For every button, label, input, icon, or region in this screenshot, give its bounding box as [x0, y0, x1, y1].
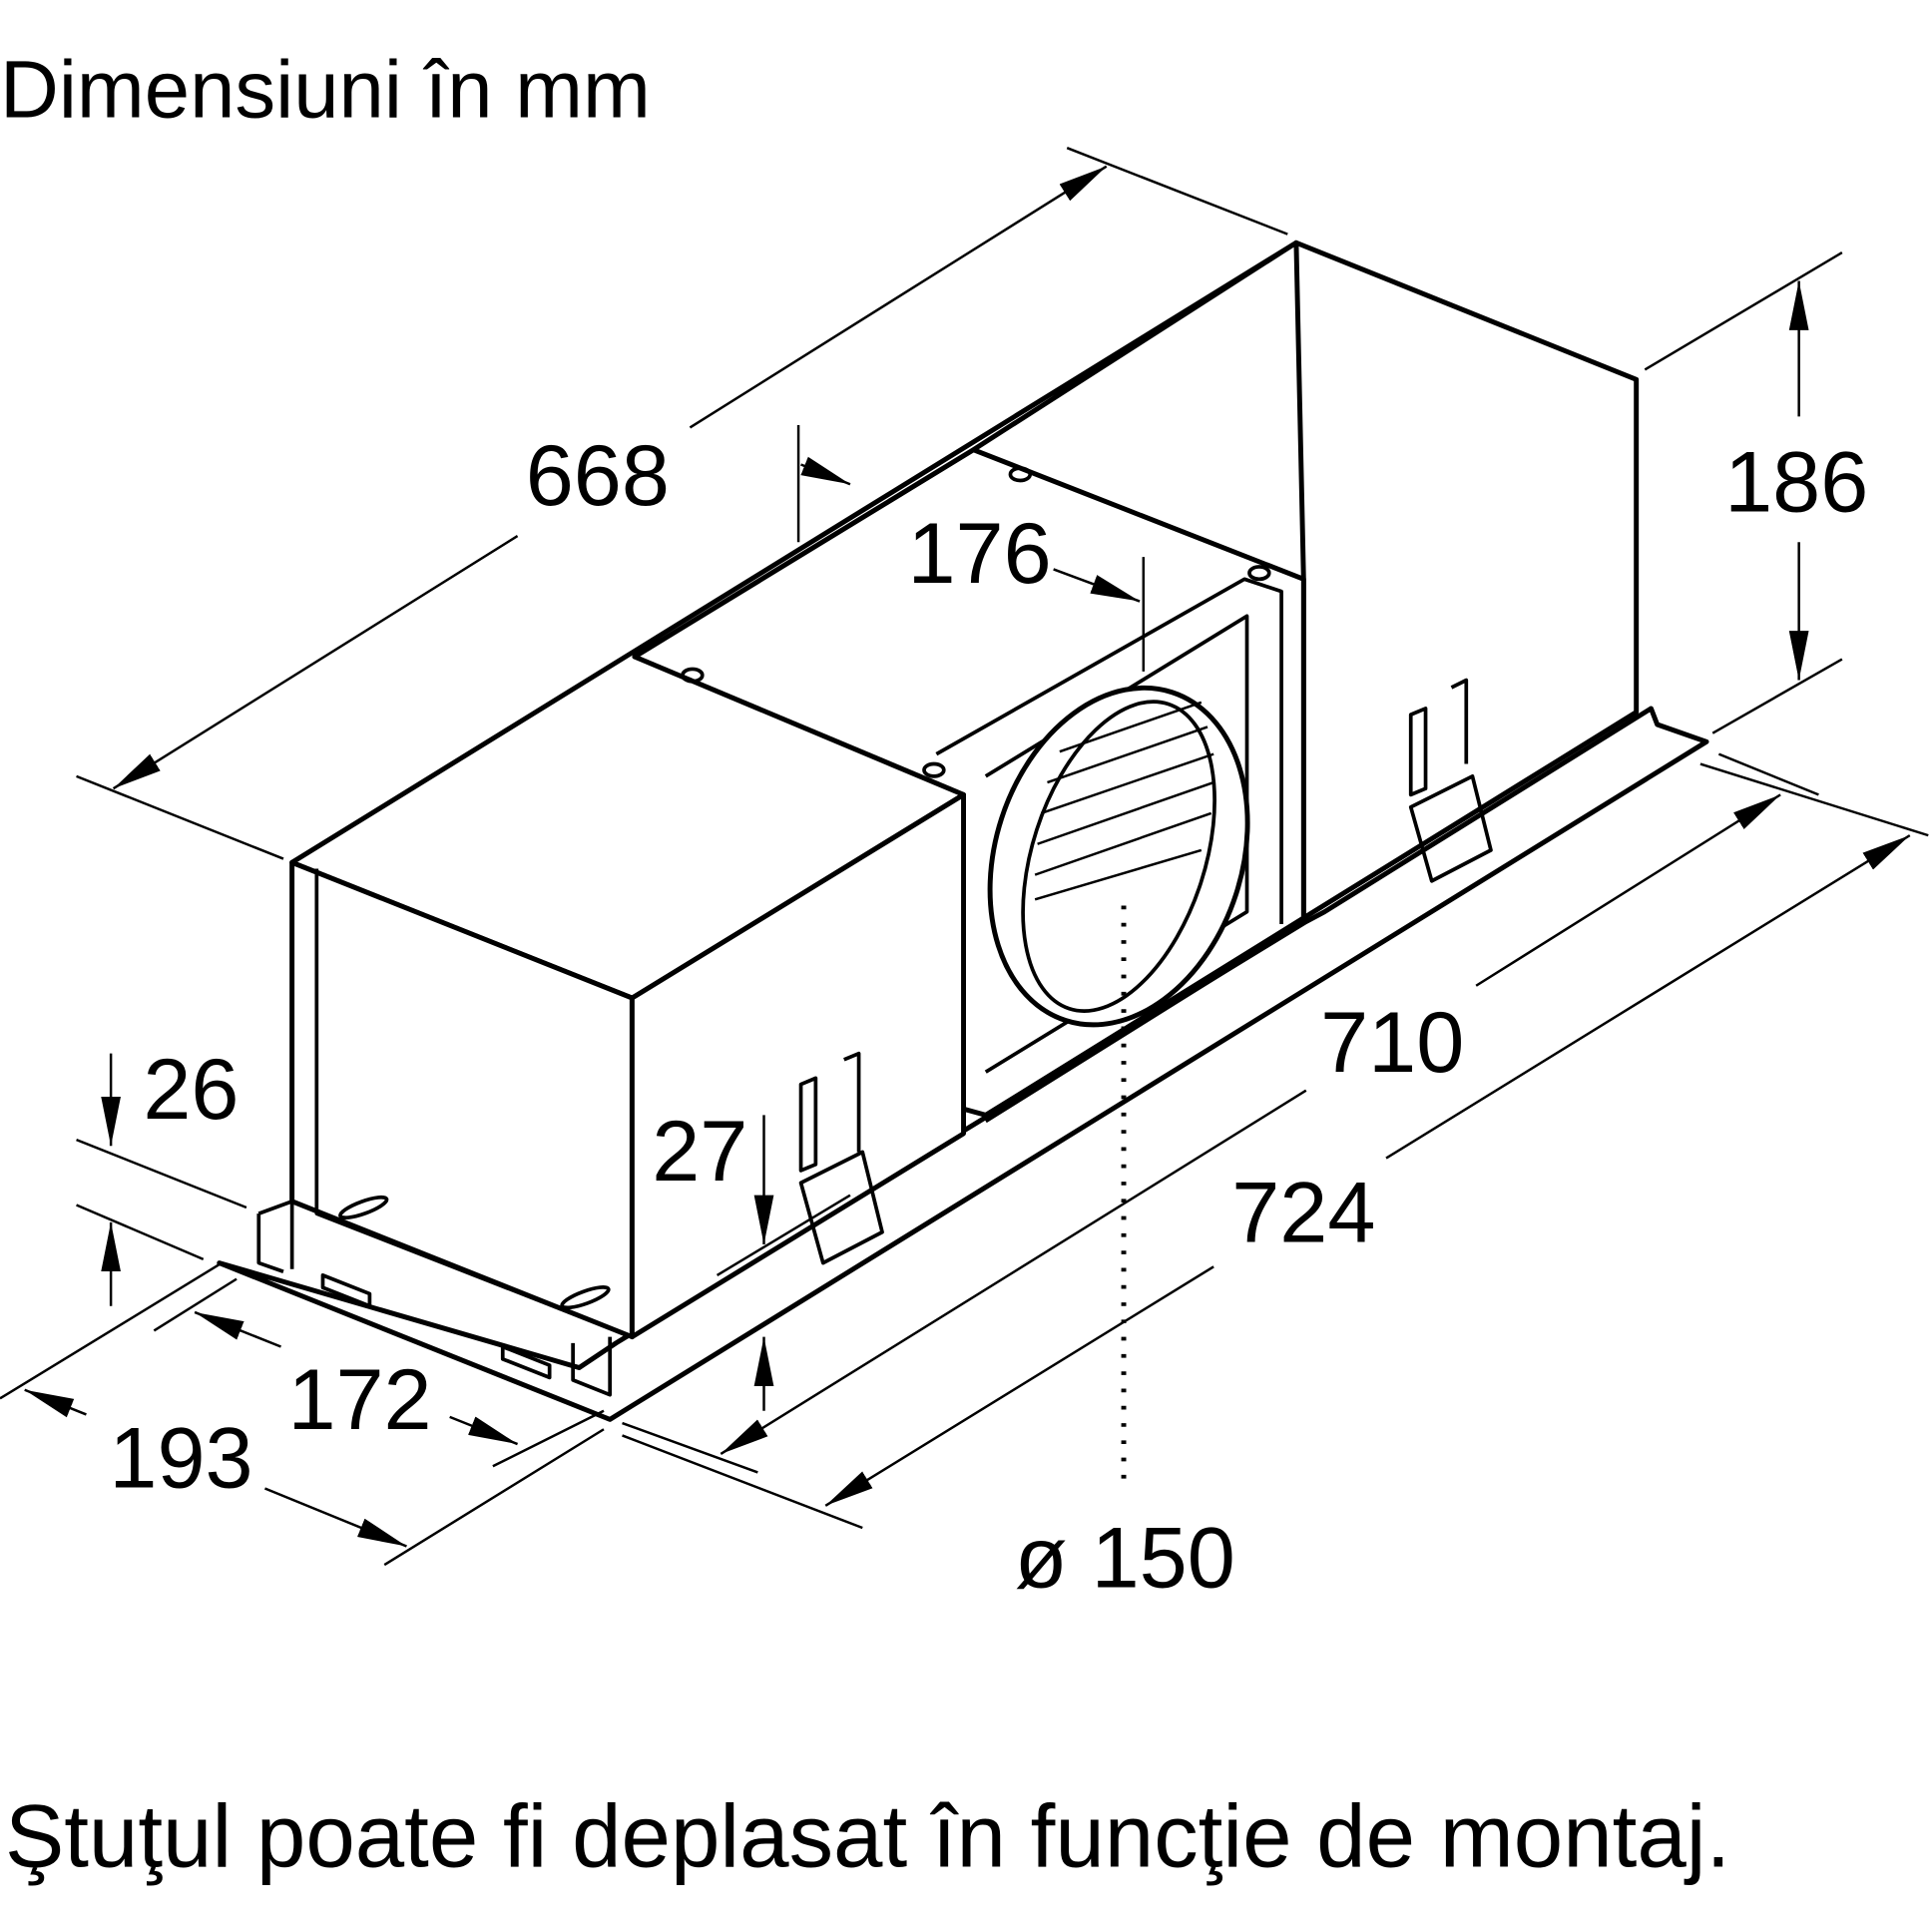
dim-668: 668 — [526, 428, 670, 524]
dim-724: 724 — [1231, 1166, 1375, 1261]
page-title: Dimensiuni în mm — [0, 44, 651, 135]
dim-186: 186 — [1724, 434, 1868, 530]
hood-unit — [217, 240, 1709, 1422]
dim-26: 26 — [143, 1042, 239, 1138]
footnote: Ştuţul poate fi deplasat în funcţie de m… — [5, 1787, 1730, 1886]
dim-710: 710 — [1320, 995, 1464, 1091]
dim-27: 27 — [652, 1104, 747, 1200]
dimension-lines — [0, 148, 1928, 1565]
dim-193: 193 — [109, 1410, 252, 1506]
dim-diameter-150: ø 150 — [1015, 1510, 1235, 1606]
dim-176: 176 — [907, 506, 1051, 602]
dim-172: 172 — [287, 1352, 431, 1448]
